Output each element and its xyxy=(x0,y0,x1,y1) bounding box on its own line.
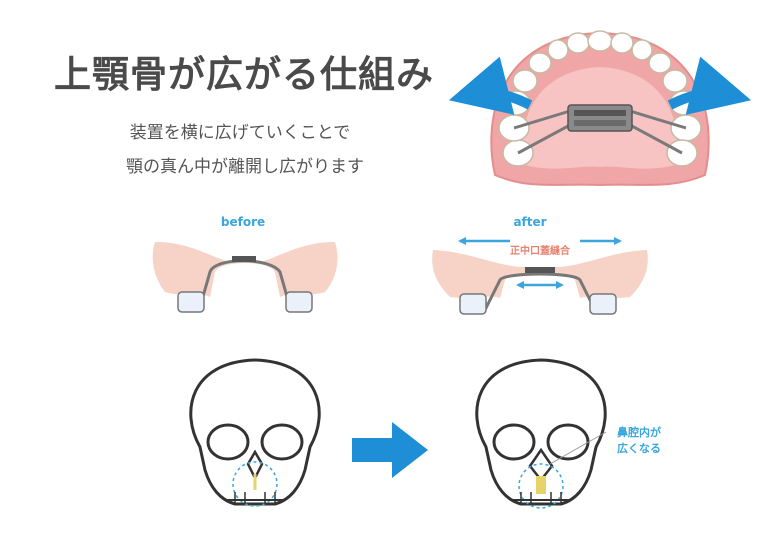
skull-before-illustration xyxy=(189,358,321,507)
nasal-label-line2: 広くなる xyxy=(617,441,661,455)
page-title: 上顎骨が広がる仕組み xyxy=(54,53,434,96)
description-line-1: 装置を横に広げていくことで xyxy=(129,123,351,143)
before-label: before xyxy=(221,215,265,229)
cross-section-after: after 正中口蓋縫合 xyxy=(432,215,648,315)
arrow-right-icon xyxy=(352,422,428,478)
palate-expander-illustration xyxy=(448,30,752,187)
after-label: after xyxy=(513,215,546,229)
suture-label: 正中口蓋縫合 xyxy=(510,244,571,257)
nasal-label-line1: 鼻腔内が xyxy=(617,425,661,439)
cross-section-before: before xyxy=(152,215,338,313)
nasal-cavity-label: 鼻腔内が 広くなる xyxy=(617,425,661,455)
skull-after-illustration xyxy=(475,358,607,509)
description-line-2: 顎の真ん中が離開し広がります xyxy=(126,157,364,177)
